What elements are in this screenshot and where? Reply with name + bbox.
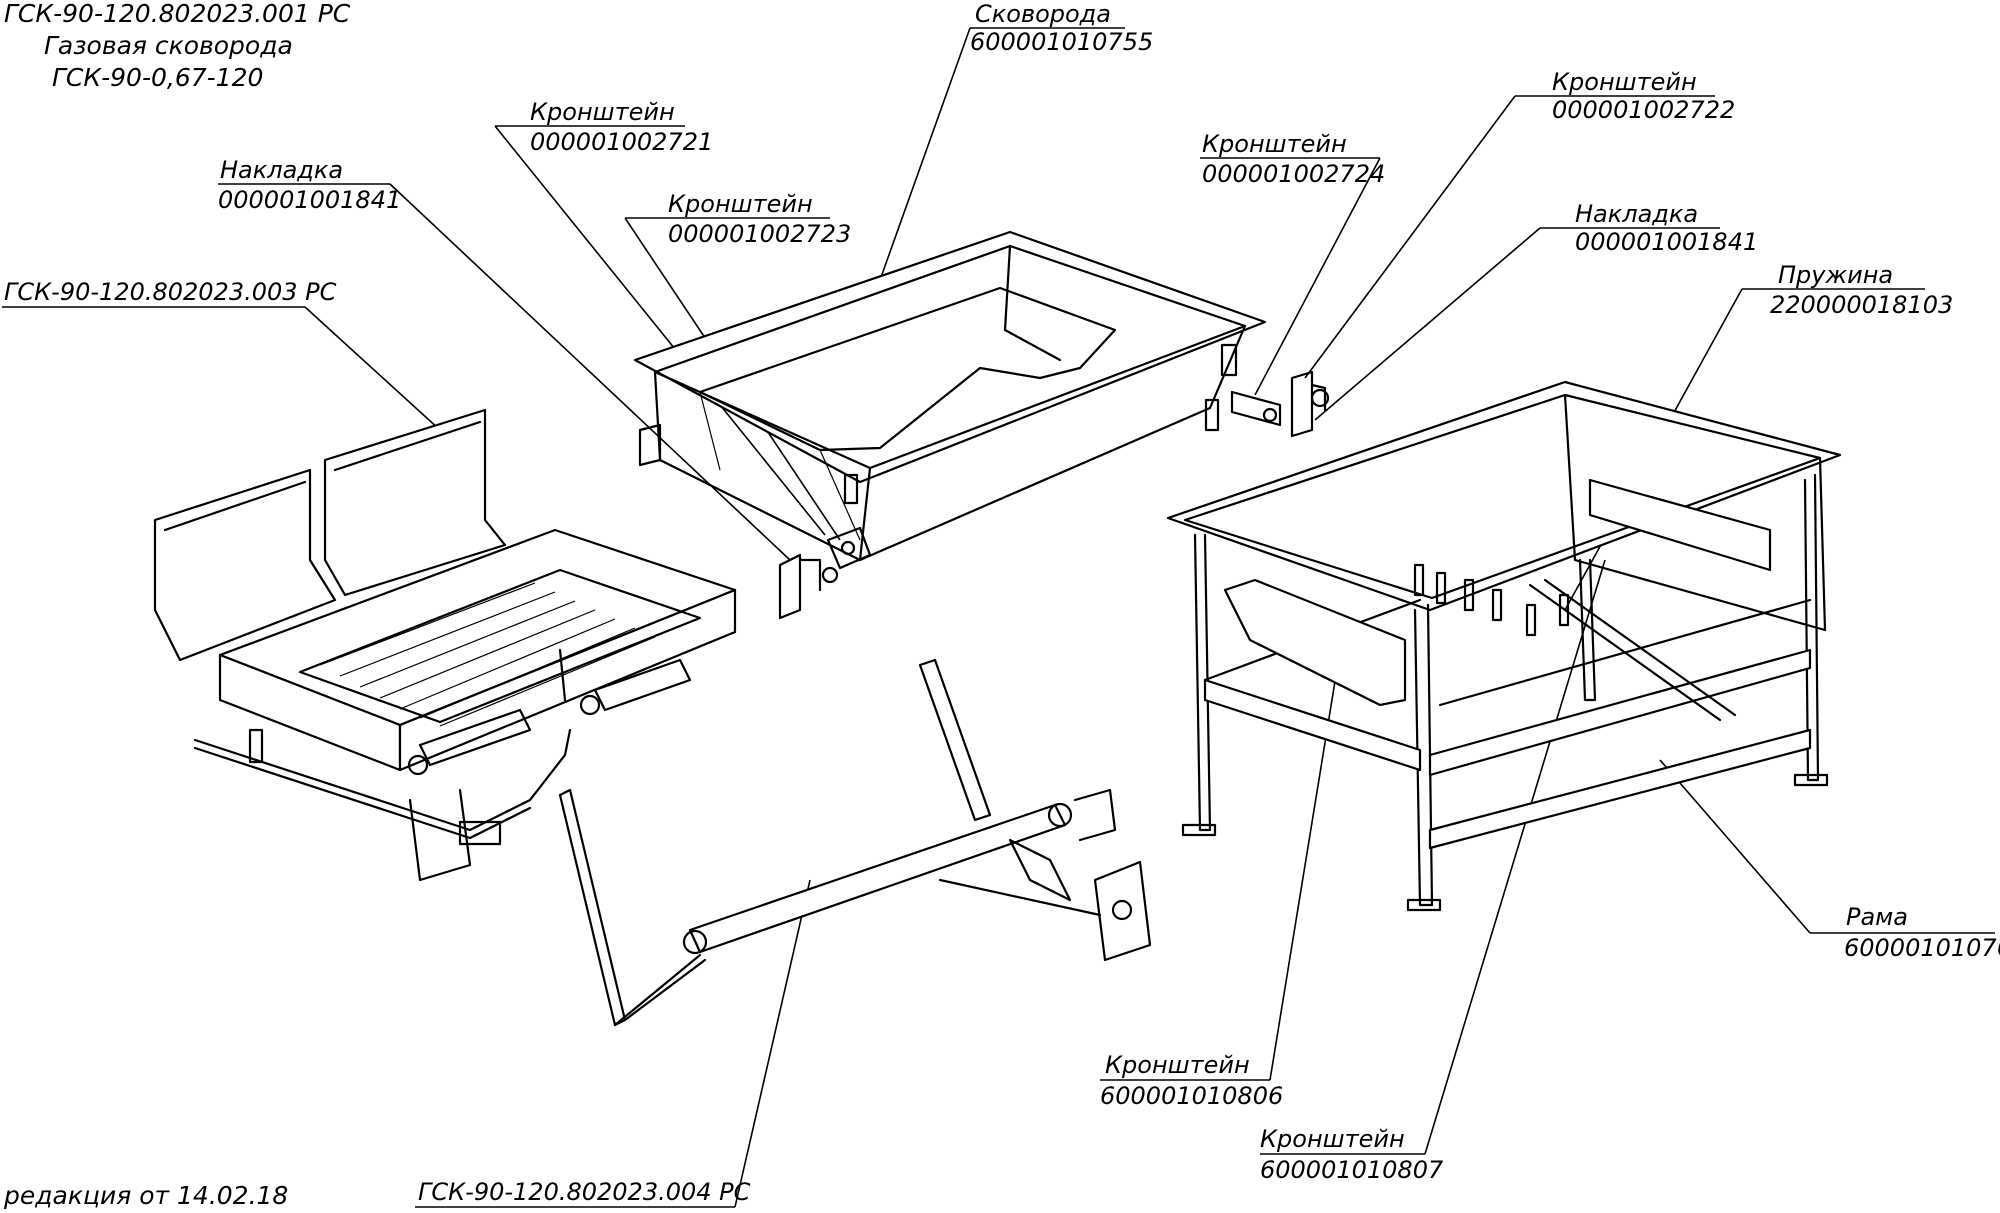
callout-kronshtein-2724: Кронштейн 000001002724 bbox=[1200, 130, 1385, 396]
springs bbox=[1413, 563, 1570, 637]
callout-code: 600001010807 bbox=[1260, 1156, 1444, 1184]
callout-code: 600001010806 bbox=[1100, 1082, 1283, 1110]
callout-code: 000001002722 bbox=[1552, 96, 1735, 124]
callout-code: 600001010755 bbox=[970, 28, 1153, 56]
callout-kronshtein-0807: Кронштейн 600001010807 bbox=[1260, 559, 1606, 1184]
callout-code: 000001002723 bbox=[668, 220, 851, 248]
callout-kronshtein-2723: Кронштейн 000001002723 bbox=[624, 190, 851, 541]
burner-assembly bbox=[153, 408, 737, 882]
callout-code: 000001002724 bbox=[1202, 160, 1385, 188]
revision-note: редакция от 14.02.18 bbox=[3, 1181, 288, 1210]
callout-nakladka-right: Накладка 000001001841 bbox=[1314, 200, 1758, 421]
callout-code: ГСК-90-120.802023.004 РС bbox=[418, 1178, 751, 1206]
title-block: ГСК-90-120.802023.001 РС Газовая сковоро… bbox=[4, 0, 351, 92]
callout-name: Накладка bbox=[1575, 200, 1698, 228]
callout-code: 000001002721 bbox=[530, 128, 713, 156]
callout-code: 000001001841 bbox=[218, 186, 401, 214]
callout-name: Накладка bbox=[220, 156, 343, 184]
callout-kronshtein-2721: Кронштейн 000001002721 bbox=[494, 98, 826, 536]
pan-drawing bbox=[633, 230, 1267, 562]
callout-gsk-003: ГСК-90-120.802023.003 РС bbox=[2, 278, 441, 431]
callout-name: Кронштейн bbox=[1552, 68, 1697, 96]
callout-name: Кронштейн bbox=[1260, 1125, 1405, 1153]
callout-code: 220000018103 bbox=[1770, 291, 1953, 319]
callout-name: Пружина bbox=[1778, 261, 1893, 289]
callout-kronshtein-0806: Кронштейн 600001010806 bbox=[1100, 619, 1346, 1110]
brackets-right bbox=[1204, 370, 1330, 438]
callout-code: 000001001841 bbox=[1575, 228, 1758, 256]
callout-rama: Рама 600001010762 bbox=[1659, 759, 2000, 962]
callout-nakladka-left: Накладка 000001001841 bbox=[218, 156, 791, 561]
product-name: Газовая сковорода bbox=[44, 31, 293, 60]
product-model: ГСК-90-0,67-120 bbox=[52, 63, 263, 92]
brackets-left bbox=[638, 423, 872, 620]
callout-name: Сковорода bbox=[975, 0, 1111, 28]
doc-code: ГСК-90-120.802023.001 РС bbox=[4, 0, 351, 28]
callout-name: Кронштейн bbox=[668, 190, 813, 218]
callout-name: Кронштейн bbox=[530, 98, 675, 126]
frame-assembly bbox=[1166, 380, 1842, 912]
callout-kronshtein-2722: Кронштейн 000001002722 bbox=[1304, 68, 1735, 379]
callout-skovoroda: Сковорода 600001010755 bbox=[879, 0, 1153, 281]
callout-name: Кронштейн bbox=[1202, 130, 1347, 158]
shaft-assembly bbox=[558, 658, 1152, 1027]
callout-name: Рама bbox=[1846, 903, 1908, 931]
callout-name: Кронштейн bbox=[1105, 1051, 1250, 1079]
callout-code: ГСК-90-120.802023.003 РС bbox=[4, 278, 337, 306]
callout-gsk-004: ГСК-90-120.802023.004 РС bbox=[415, 879, 811, 1208]
callout-code: 600001010762 bbox=[1844, 934, 2000, 962]
